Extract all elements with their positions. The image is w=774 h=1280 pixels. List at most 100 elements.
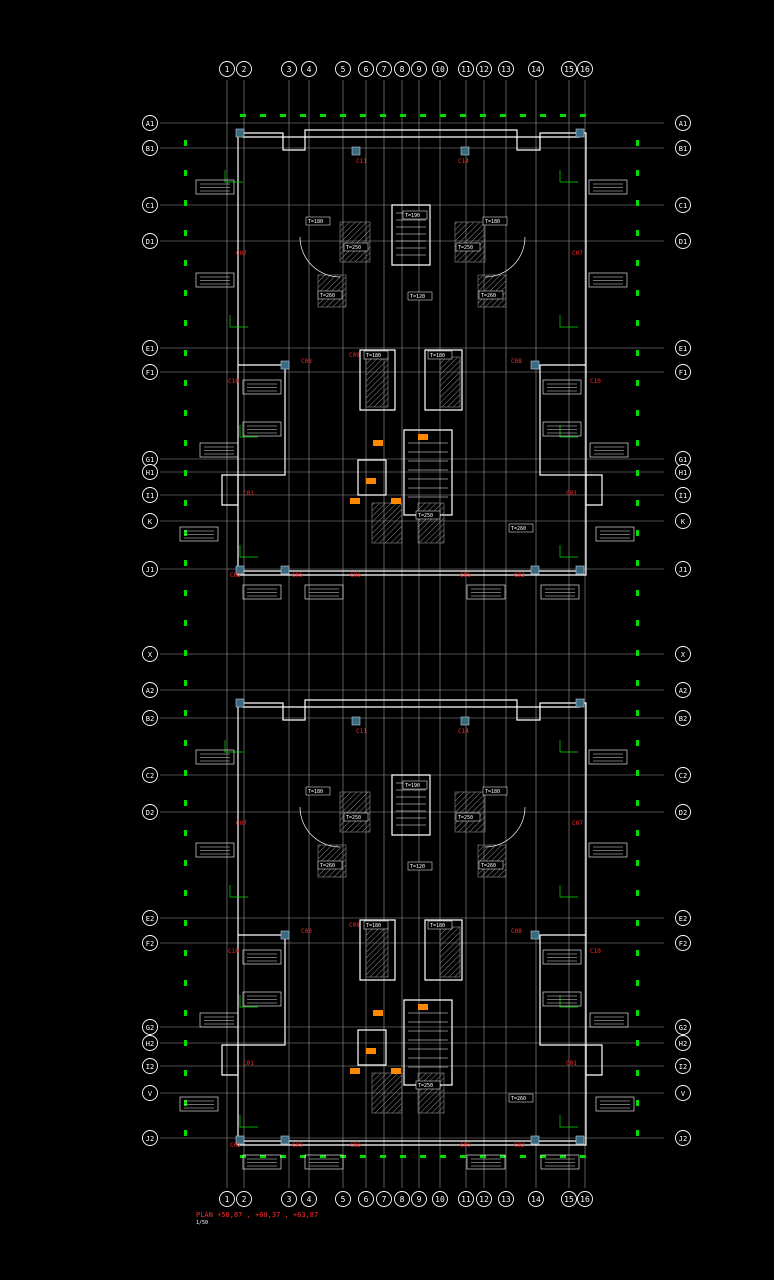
note-box	[199, 1012, 239, 1028]
column-bubble: 12	[476, 1191, 492, 1207]
dimension-label: T=180	[305, 216, 331, 226]
structural-column	[280, 930, 290, 940]
row-bubble-left: E2	[142, 910, 158, 926]
row-bubble-right: G2	[675, 1019, 691, 1035]
opening-highlight	[350, 498, 360, 504]
slab-marker	[500, 114, 506, 117]
slab-marker	[184, 200, 187, 206]
slab-marker	[560, 114, 566, 117]
dimension-label: T=250	[415, 1080, 441, 1090]
slab-marker	[184, 530, 187, 536]
door-swing	[484, 236, 526, 278]
column-bubble-label: 16	[580, 1195, 590, 1204]
structural-column	[351, 716, 361, 726]
column-tag: C10	[228, 948, 239, 955]
structural-column	[575, 698, 585, 708]
column-bubble: 16	[577, 61, 593, 77]
column-bubble: 14	[528, 61, 544, 77]
row-bubble-label: K	[148, 518, 153, 526]
duct-room	[359, 919, 463, 981]
dimension-label: T=180	[363, 350, 389, 360]
row-bubble-label: J2	[146, 1135, 154, 1143]
structural-column	[280, 360, 290, 370]
column-bubble-label: 15	[564, 1195, 574, 1204]
plan-title: PLAN +58,87 , +60,37 , +63,87	[196, 1211, 319, 1219]
shaft	[357, 1029, 387, 1066]
lift-shaft	[391, 204, 431, 266]
slab-marker	[636, 470, 639, 476]
slab-marker	[636, 1010, 639, 1016]
slab-marker	[184, 170, 187, 176]
column-bubble: 13	[498, 1191, 514, 1207]
hatched-area	[339, 791, 371, 833]
row-bubble-left: F2	[142, 935, 158, 951]
annotation-leader	[559, 170, 578, 183]
inner-wall	[242, 706, 580, 1142]
slab-marker	[184, 560, 187, 566]
slab-marker	[636, 1040, 639, 1046]
row-bubble-label: D2	[146, 809, 154, 817]
door-swing	[484, 806, 526, 848]
slab-marker	[636, 230, 639, 236]
row-bubble-right: X	[675, 646, 691, 662]
opening-highlight	[418, 434, 428, 440]
slab-marker	[540, 114, 546, 117]
dimension-label: T=260	[478, 860, 504, 870]
dimension-label-text: T=180	[430, 923, 445, 929]
annotation-leader	[559, 315, 578, 328]
dimension-label-text: T=250	[418, 1083, 433, 1089]
row-bubble-right: K	[675, 513, 691, 529]
row-bubble-label: F2	[146, 940, 154, 948]
dimension-label: T=260	[508, 523, 534, 533]
slab-marker	[184, 920, 187, 926]
row-bubble-right: H1	[675, 464, 691, 480]
hatched-area	[454, 791, 486, 833]
column-bubble-label: 8	[400, 1195, 405, 1204]
row-bubble-label: B2	[679, 715, 687, 723]
slab-marker	[636, 950, 639, 956]
row-bubble-label: G2	[679, 1024, 687, 1032]
column-bubble-label: 6	[364, 1195, 369, 1204]
note-box	[195, 179, 235, 195]
structural-column	[530, 930, 540, 940]
slab-marker	[360, 1155, 366, 1158]
column-tag: C08	[301, 928, 312, 935]
slab-marker	[636, 740, 639, 746]
column-bubble-label: 14	[531, 1195, 541, 1204]
column-tag: C10	[590, 948, 601, 955]
dimension-label-text: T=250	[346, 815, 361, 821]
dimension-label: T=190	[402, 210, 428, 220]
note-box	[542, 991, 582, 1007]
column-bubble: 9	[411, 61, 427, 77]
column-bubble: 14	[528, 1191, 544, 1207]
row-bubble-left: E1	[142, 340, 158, 356]
slab-marker	[360, 114, 366, 117]
column-bubble-label: 2	[242, 65, 247, 74]
slab-marker	[184, 680, 187, 686]
slab-marker	[480, 114, 486, 117]
note-box	[540, 584, 580, 600]
row-bubble-left: B1	[142, 140, 158, 156]
slab-marker	[636, 710, 639, 716]
row-bubble-right: F1	[675, 364, 691, 380]
column-bubble: 15	[561, 61, 577, 77]
lift-shaft	[391, 774, 431, 836]
column-bubble-label: 9	[417, 65, 422, 74]
slab-marker	[300, 114, 306, 117]
structural-column	[575, 128, 585, 138]
row-bubble-label: K	[681, 518, 686, 526]
column-bubble-label: 6	[364, 65, 369, 74]
note-box	[304, 584, 344, 600]
column-bubble-label: 14	[531, 65, 541, 74]
row-bubble-right: E2	[675, 910, 691, 926]
plan-scale: 1/50	[196, 1220, 209, 1226]
column-bubble-label: 5	[341, 1195, 346, 1204]
row-bubble-label: A1	[679, 120, 687, 128]
structural-column	[460, 716, 470, 726]
column-bubble-label: 3	[287, 65, 292, 74]
column-bubble: 9	[411, 1191, 427, 1207]
slab-marker	[184, 140, 187, 146]
row-bubble-right: V	[675, 1085, 691, 1101]
row-bubble-label: E2	[679, 915, 687, 923]
column-bubble-label: 13	[501, 1195, 511, 1204]
